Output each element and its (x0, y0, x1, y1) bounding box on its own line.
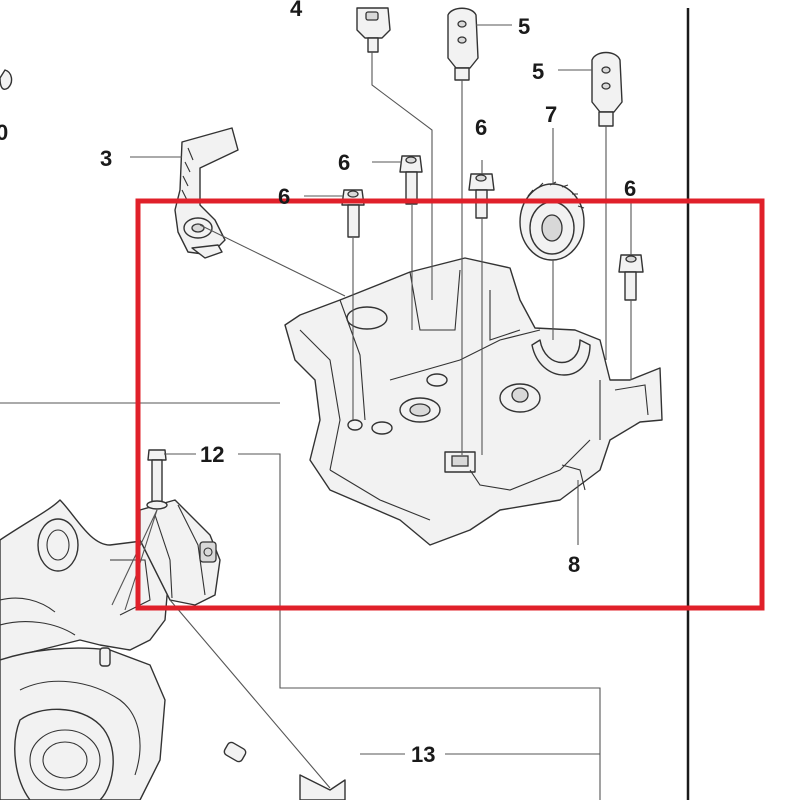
part-8-housing (284, 257, 663, 546)
part-13-pins (223, 741, 346, 800)
callout-6c: 6 (475, 115, 487, 140)
part-7-gear (519, 181, 585, 261)
callout-5a: 5 (518, 14, 530, 39)
callout-6b: 6 (278, 184, 290, 209)
part-6-screw-c (468, 173, 495, 219)
callout-7: 7 (545, 102, 557, 127)
callout-5b: 5 (532, 59, 544, 84)
callout-labels: 3 4 5 5 6 6 6 6 7 8 0 12 13 (0, 0, 636, 767)
callout-10: 0 (0, 120, 8, 145)
callout-3: 3 (100, 146, 112, 171)
part-6-screw-a (341, 189, 365, 238)
callout-13: 13 (411, 742, 435, 767)
highlight-box (135, 198, 765, 611)
crankcase-assembly (0, 69, 171, 800)
leader-lines (0, 24, 632, 800)
callout-8: 8 (568, 552, 580, 577)
part-5-connector-b (591, 51, 623, 127)
part-5-connector-a (447, 7, 479, 81)
callout-4: 4 (290, 0, 303, 21)
part-12-bracket (139, 449, 221, 606)
part-4-connector (356, 7, 391, 53)
callout-6d: 6 (624, 176, 636, 201)
part-3-clip (174, 127, 239, 259)
callout-6a: 6 (338, 150, 350, 175)
part-6-screw-b (399, 155, 423, 205)
callout-12: 12 (200, 442, 224, 467)
part-6-screw-d (618, 254, 644, 301)
